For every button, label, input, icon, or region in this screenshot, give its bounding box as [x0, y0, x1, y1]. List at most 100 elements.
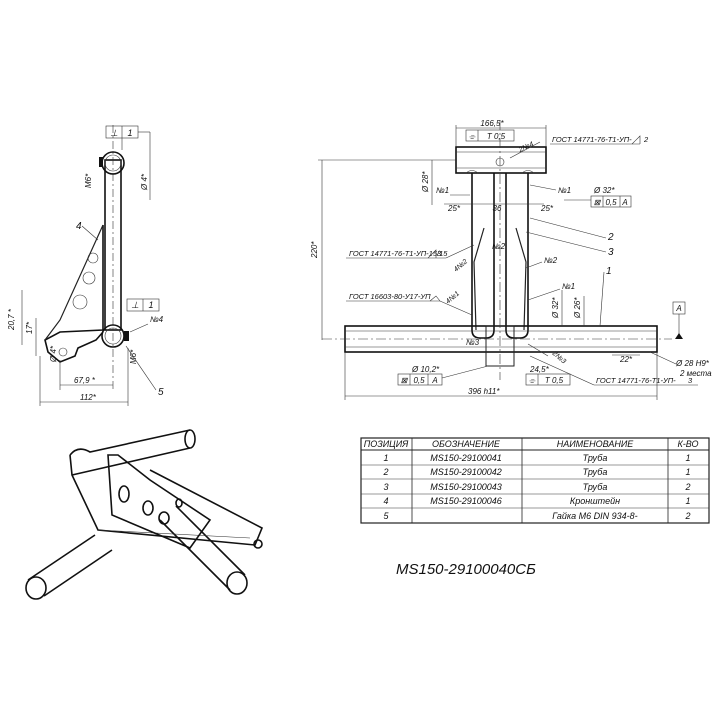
- weld-n1-right: №1: [558, 186, 571, 195]
- dia28-label: Ø 28*: [421, 171, 430, 193]
- bracket-hole-4: [58, 347, 68, 357]
- front-right-tube: [505, 173, 529, 339]
- table-row: 2 MS150-29100042 Труба 1: [382, 467, 690, 477]
- table-header-designation: ОБОЗНАЧЕНИЕ: [432, 439, 501, 449]
- front-view: 166,5* ⌯ T 0,5 2№4 ГОСТ 14771-76-Т1-УП- …: [310, 119, 712, 400]
- gost-16603: ГОСТ 16603-80-У17-УП: [349, 292, 431, 301]
- dia32-top: Ø 32*: [593, 186, 615, 195]
- side-frame-mark-mid: ⊥: [131, 300, 139, 310]
- svg-text:⊠: ⊠: [594, 198, 602, 207]
- front-top-tube: [455, 146, 547, 174]
- dim-22: 22*: [619, 355, 633, 364]
- table-row: 4 MS150-29100046 Кронштейн 1: [383, 496, 690, 506]
- gost-low: ГОСТ 14771-76-Т1-УП-: [596, 376, 676, 385]
- svg-text:⌯: ⌯: [469, 132, 476, 141]
- side-dim-20-7: 20,7 *: [7, 308, 16, 331]
- svg-text:3: 3: [383, 482, 388, 492]
- table-header-qty: К-ВО: [677, 439, 698, 449]
- dim-220: 220*: [310, 241, 319, 259]
- dia28h9: Ø 28 H9*: [675, 359, 710, 368]
- iso-bracket: [107, 454, 212, 549]
- side-weld-n4: №4: [150, 315, 164, 324]
- side-dia4-low: Ø 4*: [49, 345, 58, 363]
- svg-text:⌯: ⌯: [529, 376, 536, 385]
- gost-top-num: 2: [643, 135, 649, 144]
- tol-t05-low: T 0,5: [545, 376, 564, 385]
- svg-text:MS150-29100043: MS150-29100043: [430, 482, 502, 492]
- table-row: 1 MS150-29100041 Труба 1: [383, 453, 690, 463]
- drawing-code: MS150-29100040СБ: [396, 561, 536, 578]
- svg-text:Труба: Труба: [583, 453, 608, 463]
- svg-text:MS150-29100041: MS150-29100041: [430, 453, 502, 463]
- svg-text:1: 1: [685, 467, 690, 477]
- gost-low-num: 3: [688, 376, 693, 385]
- tol-t05-top: T 0,5: [487, 132, 506, 141]
- svg-text:⊠: ⊠: [401, 376, 409, 385]
- front-pos1: 1: [606, 266, 612, 277]
- bracket-plate: [44, 225, 104, 363]
- side-view: ⊥ 1 M6* Ø 4* 4 ⊥ 1 №4 20,7 * 17* Ø 4* M6…: [7, 125, 164, 406]
- weld-n2-a: №2: [492, 242, 506, 251]
- side-frame-num-top: 1: [127, 128, 132, 138]
- side-bolt-m6-top: M6*: [84, 173, 93, 188]
- side-dia4-top: Ø 4*: [140, 173, 149, 191]
- table-header-name: НАИМЕНОВАНИЕ: [557, 439, 635, 449]
- svg-text:Кронштейн: Кронштейн: [570, 496, 620, 506]
- svg-text:1: 1: [685, 496, 690, 506]
- dia10-2: Ø 10,2*: [411, 365, 440, 374]
- iso-tube-end-right: [226, 571, 248, 595]
- side-frame-mark-top: ⊥: [110, 128, 118, 138]
- dim-25-left: 25*: [447, 204, 461, 213]
- gost-mid-num: 3: [437, 249, 442, 258]
- parts-table: ПОЗИЦИЯ ОБОЗНАЧЕНИЕ НАИМЕНОВАНИЕ К-ВО 1 …: [360, 437, 710, 524]
- front-left-tube: [471, 173, 495, 339]
- datum-a-top: A: [621, 198, 627, 207]
- svg-text:A: A: [675, 304, 681, 313]
- front-pos2: 2: [607, 232, 614, 243]
- weld-n2-b: 4№2: [453, 258, 469, 273]
- dim-166-5: 166,5*: [480, 119, 504, 128]
- side-pos5: 5: [158, 387, 164, 398]
- svg-text:Труба: Труба: [583, 482, 608, 492]
- dia26: Ø 26*: [573, 297, 582, 319]
- svg-text:1: 1: [383, 453, 388, 463]
- side-dim-17: 17*: [25, 321, 34, 334]
- dim-396: 396 h11*: [468, 387, 500, 396]
- tol-05-low: 0,5: [413, 376, 425, 385]
- table-row: 5 Гайка М6 DIN 934-8- 2: [383, 511, 690, 521]
- svg-text:5: 5: [383, 511, 389, 521]
- side-dim-67-9: 67,9 *: [74, 376, 96, 385]
- svg-text:2: 2: [684, 511, 690, 521]
- gost-top: ГОСТ 14771-76-Т1-УП-: [552, 135, 632, 144]
- weld-n2-c: №2: [544, 256, 558, 265]
- svg-text:1: 1: [685, 453, 690, 463]
- weld-n3-left: №3: [466, 338, 480, 347]
- front-pos3: 3: [608, 247, 614, 258]
- datum-a-low: A: [431, 376, 437, 385]
- isometric-view: [25, 429, 264, 600]
- bracket-hole-1: [87, 252, 99, 264]
- weld-n1-lower: 4№1: [445, 290, 461, 305]
- svg-text:Труба: Труба: [583, 467, 608, 477]
- gost-mid: ГОСТ 14771-76-Т1-УП-15/15: [349, 249, 448, 258]
- two-places: 2 места: [679, 369, 712, 378]
- table-row: 3 MS150-29100043 Труба 2: [383, 482, 690, 492]
- dim-25-right: 25*: [540, 204, 554, 213]
- iso-body: [69, 454, 264, 546]
- dia32-low: Ø 32*: [551, 297, 560, 319]
- svg-text:2: 2: [684, 482, 690, 492]
- tol-05-top: 0,5: [605, 198, 617, 207]
- table-header-position: ПОЗИЦИЯ: [364, 439, 409, 449]
- dim-36: 36: [493, 204, 502, 213]
- svg-text:MS150-29100042: MS150-29100042: [430, 467, 502, 477]
- svg-text:Гайка М6 DIN 934-8-: Гайка М6 DIN 934-8-: [552, 511, 637, 521]
- svg-text:MS150-29100046: MS150-29100046: [430, 496, 502, 506]
- side-bolt-m6-low: M6*: [129, 349, 138, 364]
- iso-tube-end-left: [25, 576, 47, 600]
- side-pos4: 4: [76, 221, 82, 232]
- svg-text:2: 2: [382, 467, 388, 477]
- bracket-hole-2: [82, 271, 96, 285]
- dim-24-5: 24,5*: [529, 365, 550, 374]
- bracket-hole-3: [72, 294, 88, 310]
